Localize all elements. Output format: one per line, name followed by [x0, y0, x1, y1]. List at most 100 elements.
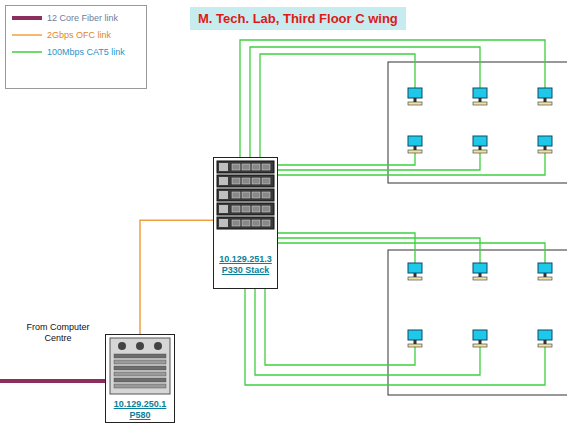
ip-address: 10.129.251.3	[219, 254, 272, 265]
pc-symbol	[538, 330, 552, 347]
pc-monitor	[408, 263, 422, 273]
legend-text: 2Gbps OFC link	[47, 30, 111, 40]
switch-ports	[262, 206, 270, 212]
cat5-wire	[278, 153, 480, 170]
pc-base	[473, 277, 487, 280]
switch-panel	[219, 205, 228, 213]
router-fan	[154, 342, 162, 350]
fiber-link	[0, 379, 105, 383]
pc-base	[473, 150, 487, 153]
pc-monitor	[538, 263, 552, 273]
pc-stand	[544, 146, 547, 150]
switch-ports	[262, 164, 270, 170]
switch-body	[217, 217, 274, 229]
cat5-wire	[250, 47, 480, 157]
cat5-wires	[240, 40, 545, 385]
switch-ports	[252, 206, 260, 212]
pc-base	[538, 277, 552, 280]
pc-stand	[544, 340, 547, 344]
switch-ports	[242, 220, 250, 226]
switch-unit	[217, 161, 274, 173]
pc-symbol	[538, 136, 552, 153]
router-picture	[110, 338, 170, 394]
cat5-wire	[260, 54, 415, 157]
router-slots	[114, 354, 166, 388]
pc-symbol	[408, 330, 422, 347]
switch-ports	[242, 206, 250, 212]
router: 10.129.250.1P580	[105, 334, 175, 423]
switch-ports	[262, 178, 270, 184]
switch-ports	[262, 192, 270, 198]
pc-symbol	[408, 88, 422, 105]
pc-symbol	[408, 136, 422, 153]
pc-monitor	[473, 263, 487, 273]
pc-base	[473, 344, 487, 347]
switch-ports	[242, 192, 250, 198]
pc-monitor	[538, 330, 552, 340]
router-fan	[136, 342, 144, 350]
pc-stand	[479, 340, 482, 344]
pc-base	[408, 277, 422, 280]
switch-unit	[217, 217, 274, 229]
pc-stand	[479, 98, 482, 102]
legend-sample	[12, 48, 42, 56]
switch-panel	[219, 177, 228, 185]
pc-base	[408, 344, 422, 347]
switch-ports	[232, 178, 240, 184]
ofc-link	[140, 220, 213, 334]
legend-line	[12, 34, 42, 36]
pc-symbol	[538, 88, 552, 105]
legend-line	[12, 51, 42, 53]
pc-monitor	[538, 136, 552, 146]
pc-symbol	[408, 263, 422, 280]
cat5-wire	[278, 243, 545, 263]
legend-text: 12 Core Fiber link	[47, 13, 118, 23]
legend-line	[12, 16, 42, 20]
pc-monitor	[473, 330, 487, 340]
switch-panel	[219, 191, 228, 199]
switch-unit	[217, 189, 274, 201]
pc-monitor	[408, 136, 422, 146]
switch-body	[217, 161, 274, 173]
switch-ports	[252, 192, 260, 198]
switch-ports	[252, 220, 260, 226]
switch-ports	[252, 164, 260, 170]
cat5-wire	[278, 153, 545, 175]
switch-panel	[219, 219, 228, 227]
lab-room	[388, 250, 567, 395]
switch-ports	[242, 178, 250, 184]
pc-monitor	[408, 330, 422, 340]
device-name: P580	[129, 410, 150, 421]
cat5-wire	[278, 153, 415, 165]
pc-monitor	[408, 88, 422, 98]
pc-base	[538, 102, 552, 105]
switch-ports	[252, 178, 260, 184]
pc-base	[538, 344, 552, 347]
pc-monitor	[473, 136, 487, 146]
switch-ports	[262, 220, 270, 226]
switch-body	[217, 189, 274, 201]
pc-stand	[414, 146, 417, 150]
pc-base	[408, 102, 422, 105]
pc-base	[408, 150, 422, 153]
switch-ports	[242, 164, 250, 170]
cat5-wire	[278, 233, 415, 263]
pc-base	[473, 102, 487, 105]
device-name: P330 Stack	[222, 265, 270, 276]
switch-unit	[217, 203, 274, 215]
switch-unit	[217, 175, 274, 187]
pc-monitor	[473, 88, 487, 98]
legend-row: 12 Core Fiber link	[12, 12, 118, 24]
router-slot	[114, 384, 166, 388]
router-slot	[114, 354, 166, 358]
router-slot	[114, 366, 166, 370]
cat5-wire	[255, 289, 480, 375]
cat5-wire	[245, 289, 545, 385]
pc-stand	[414, 340, 417, 344]
switch-ports	[232, 164, 240, 170]
pc-stand	[414, 98, 417, 102]
router-chassis	[110, 338, 170, 394]
pc-stand	[544, 98, 547, 102]
pc-symbol	[473, 136, 487, 153]
